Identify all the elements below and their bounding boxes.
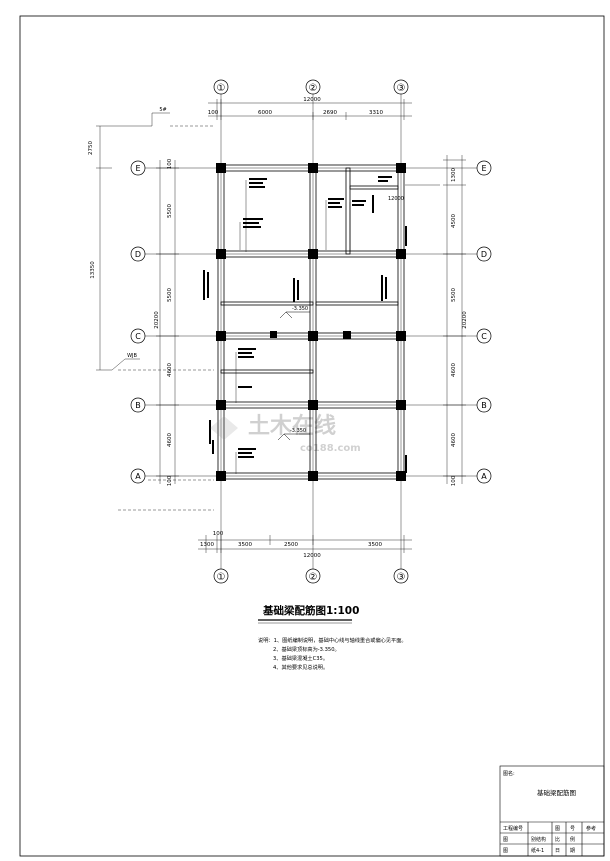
dim-text: 13350 (90, 261, 96, 279)
drawing-name: 基础梁配筋图 (537, 788, 576, 797)
dim-text: 100 (451, 475, 457, 486)
dim-text: 20200 (154, 311, 160, 329)
top-dimensions (208, 99, 412, 120)
inner-dim-text: 12000 (388, 196, 404, 202)
tb-cell: 号 (570, 826, 575, 832)
dim-text: 2690 (323, 110, 337, 116)
drawing-title: 基础梁配筋图1:100 (262, 604, 359, 617)
dim-text: 4600 (451, 433, 457, 447)
bottom-dimension-texts: 1300 100 3500 2500 3500 12000 (200, 531, 382, 559)
tb-cell: 例 (570, 836, 575, 843)
dim-text: 4600 (451, 363, 457, 377)
dim-text: 100 (213, 531, 224, 537)
watermark-url: co188.com (300, 443, 361, 454)
axis-label: ① (217, 572, 226, 583)
axis-label: D (481, 250, 487, 259)
tag-text: 5# (159, 107, 166, 113)
axis-label: ① (217, 83, 226, 94)
project-label: 图名: (503, 770, 515, 777)
tb-cell: 纸4-1 (531, 847, 544, 854)
right-dimension-texts: 20200 1300 4500 5500 4600 4600 100 (451, 168, 468, 487)
dim-text: 100 (167, 158, 173, 169)
dim-text: 12000 (303, 97, 321, 103)
axis-label: ③ (397, 572, 406, 583)
grid-axis-top: ① ② ③ (213, 79, 409, 95)
dim-text: 100 (167, 475, 173, 486)
watermark-text: 土木在线 (248, 413, 336, 439)
title-block-texts: 图名: 基础梁配筋图 工程编号 图 号 参考 图 别结构 比 例 图 纸4-1 … (503, 770, 596, 854)
tb-cell: 图 (503, 848, 508, 854)
notes-line-1: 说明：1、图纸编制说明，基础中心线与轴线重合或偏心见平面。 (258, 637, 558, 646)
dim-text: 3310 (369, 110, 383, 116)
dim-text: 4500 (451, 214, 457, 228)
beam-annotations (203, 176, 407, 473)
grid-axis-left: E D C B A (130, 160, 146, 484)
dim-text: 100 (208, 110, 219, 116)
level-text: -3.350 (292, 306, 308, 312)
axis-label: E (135, 164, 140, 173)
level-text: -3.350 (290, 428, 306, 434)
right-dimensions (405, 155, 466, 484)
columns (216, 163, 406, 481)
dim-text: 1300 (451, 168, 457, 182)
title-block (499, 765, 605, 857)
dim-text: 5500 (451, 288, 457, 302)
note-item: 2、基础梁顶标高为-3.350。 (273, 647, 340, 653)
axis-label: B (481, 401, 487, 410)
general-notes: 说明：1、图纸编制说明，基础中心线与轴线重合或偏心见平面。 2、基础梁顶标高为-… (258, 637, 558, 673)
grid-axis-right: E D C B A (476, 160, 492, 484)
notes-heading: 说明： (258, 638, 274, 644)
axis-label: ② (309, 83, 318, 94)
dim-text: 5500 (167, 288, 173, 302)
dim-text: 1300 (200, 542, 214, 548)
dim-text: 4600 (167, 433, 173, 447)
axis-label: A (135, 472, 141, 481)
level-mark: -3.350 -3.350 (277, 306, 310, 441)
dim-text: 2500 (284, 542, 298, 548)
top-dimension-texts: 12000 100 6000 2690 3310 (208, 97, 384, 116)
axis-label: B (135, 401, 141, 410)
axis-label: C (481, 332, 487, 341)
dashed-reference-lines (118, 125, 215, 511)
dim-text: 3500 (368, 542, 382, 548)
bottom-dimensions (198, 535, 412, 553)
axis-label: C (135, 332, 141, 341)
dim-text: 6000 (258, 110, 272, 116)
tb-cell: 别结构 (531, 836, 546, 843)
tag-text: WJB (127, 353, 137, 359)
watermark: 土木在线 co188.com (210, 413, 361, 454)
axis-label: E (481, 164, 486, 173)
dim-text: 3500 (238, 542, 252, 548)
left-dimensions (96, 112, 179, 484)
note-item: 3、基础梁混凝土C35。 (273, 656, 329, 662)
axis-label: ③ (397, 83, 406, 94)
dim-text: 12000 (303, 553, 321, 559)
grid-axis-bottom: ① ② ③ (213, 568, 409, 584)
tb-cell: 图 (503, 837, 508, 843)
tb-cell: 图 (555, 826, 560, 832)
tb-cell: 日 (555, 848, 560, 854)
tb-cell: 期 (570, 848, 575, 854)
beam-annotation-leaders (235, 180, 351, 474)
dim-text: 20200 (462, 311, 468, 329)
tb-cell: 比 (555, 836, 560, 843)
axis-label: A (481, 472, 487, 481)
tb-cell: 工程编号 (503, 825, 523, 832)
sheet-border (19, 15, 605, 857)
dim-text: 5500 (167, 204, 173, 218)
axis-label: ② (309, 572, 318, 583)
note-item: 4、其他要求见总说明。 (273, 665, 329, 671)
dim-text: 4600 (167, 363, 173, 377)
axis-label: D (135, 250, 141, 259)
tb-cell: 参考 (586, 825, 596, 832)
dim-text: 2750 (88, 141, 94, 155)
note-item: 1、图纸编制说明，基础中心线与轴线重合或偏心见平面。 (273, 638, 407, 644)
left-dimension-texts: 2750 13350 20200 100 5500 5500 4600 4600… (88, 107, 173, 486)
